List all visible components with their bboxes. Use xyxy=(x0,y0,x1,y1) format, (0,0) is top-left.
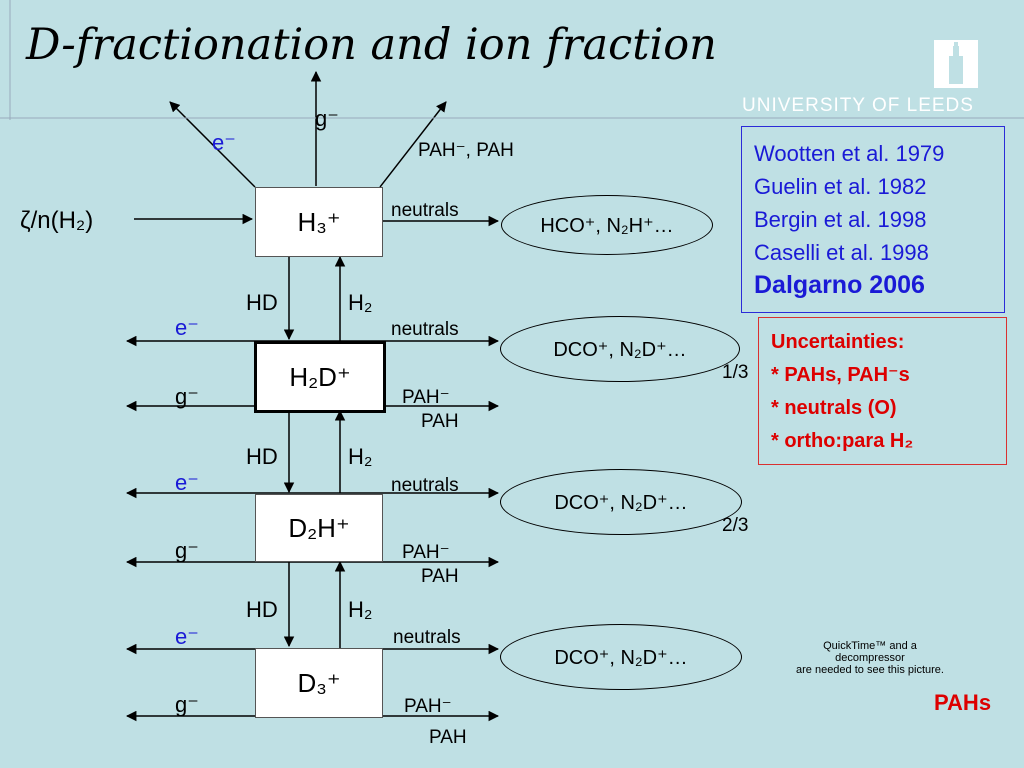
neutrals-label: neutrals xyxy=(393,627,461,648)
pah-label: PAH xyxy=(429,727,467,748)
g-minus-label: g⁻ xyxy=(175,692,199,717)
neutrals-label: neutrals xyxy=(391,319,459,340)
h2-label: H₂ xyxy=(348,597,373,622)
ionization-label: ζ/n(H₂) xyxy=(20,207,94,234)
h3-plus-box: H₃⁺ xyxy=(255,187,383,257)
references-box: Wootten et al. 1979 Guelin et al. 1982 B… xyxy=(741,126,1005,313)
university-logo: UNIVERSITY OF LEEDS xyxy=(728,40,988,120)
product-dco-3: DCO⁺, N₂D⁺… xyxy=(500,624,742,690)
reference-item: Caselli et al. 1998 xyxy=(754,240,929,265)
arrow-up-pah xyxy=(379,101,447,188)
reference-item: Wootten et al. 1979 xyxy=(754,141,945,166)
quicktime-placeholder: QuickTime™ and a decompressor are needed… xyxy=(780,640,960,676)
pah-minus-label: PAH⁻ xyxy=(402,542,450,563)
reference-item: Guelin et al. 1982 xyxy=(754,174,927,199)
arrow-up-e xyxy=(169,101,256,188)
highlight-reference: Dalgarno 2006 xyxy=(754,271,925,299)
h2-label: H₂ xyxy=(348,444,373,469)
hd-label: HD xyxy=(246,597,278,622)
pah-minus-label: PAH⁻ xyxy=(402,387,450,408)
hd-label: HD xyxy=(246,444,278,469)
pah-label: PAH xyxy=(421,566,459,587)
quicktime-line: are needed to see this picture. xyxy=(796,664,944,676)
uncertainties-box: Uncertainties: * PAHs, PAH⁻s * neutrals … xyxy=(758,317,1007,465)
fraction-one-third: 1/3 xyxy=(722,362,749,383)
top-pah-label: PAH⁻, PAH xyxy=(418,140,514,161)
slide-title: D-fractionation and ion fraction xyxy=(26,20,717,70)
e-minus-label: e⁻ xyxy=(175,315,199,340)
neutrals-label: neutrals xyxy=(391,200,459,221)
tower-icon xyxy=(934,40,978,88)
product-dco-1: DCO⁺, N₂D⁺… xyxy=(500,316,740,382)
pah-label: PAH xyxy=(421,411,459,432)
neutrals-label: neutrals xyxy=(391,475,459,496)
product-dco-2: DCO⁺, N₂D⁺… xyxy=(500,469,742,535)
uncertainty-item: * PAHs, PAH⁻s xyxy=(771,364,910,386)
h2d-plus-box: H₂D⁺ xyxy=(254,341,386,413)
quicktime-line: decompressor xyxy=(835,652,905,664)
top-e-label: e⁻ xyxy=(212,130,236,155)
pah-minus-label: PAH⁻ xyxy=(404,696,452,717)
h2-label: H₂ xyxy=(348,290,373,315)
logo-text: UNIVERSITY OF LEEDS xyxy=(742,95,974,116)
e-minus-label: e⁻ xyxy=(175,470,199,495)
quicktime-line: QuickTime™ and a xyxy=(823,640,917,652)
uncertainty-item: * neutrals (O) xyxy=(771,397,897,419)
d2h-plus-box: D₂H⁺ xyxy=(255,494,383,562)
hd-label: HD xyxy=(246,290,278,315)
d3-plus-box: D₃⁺ xyxy=(255,648,383,718)
top-g-label: g⁻ xyxy=(315,106,339,131)
fraction-two-thirds: 2/3 xyxy=(722,515,749,536)
pahs-label: PAHs xyxy=(934,690,992,715)
uncertainties-heading: Uncertainties: xyxy=(771,331,905,353)
uncertainty-item: * ortho:para H₂ xyxy=(771,430,914,452)
g-minus-label: g⁻ xyxy=(175,538,199,563)
e-minus-label: e⁻ xyxy=(175,624,199,649)
reference-item: Bergin et al. 1998 xyxy=(754,207,927,232)
g-minus-label: g⁻ xyxy=(175,384,199,409)
product-hco: HCO⁺, N₂H⁺… xyxy=(501,195,713,255)
